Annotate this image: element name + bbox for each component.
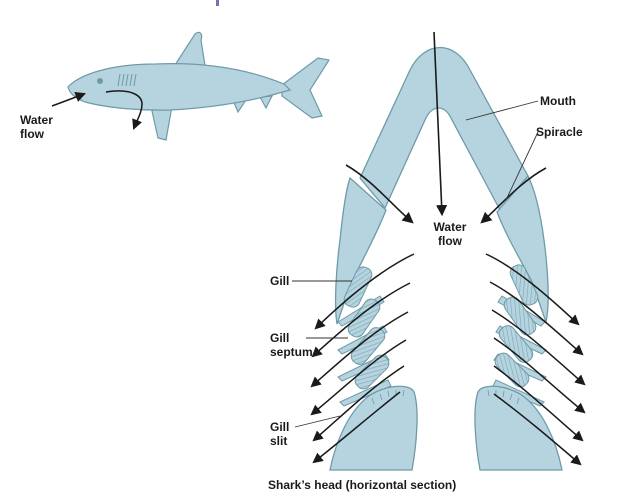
left-outflow-arrows — [310, 253, 415, 464]
gill-slit-line2: slit — [270, 434, 288, 448]
head-section — [292, 31, 586, 471]
leader-lines — [292, 100, 539, 428]
spiracle-label: Spiracle — [536, 125, 583, 139]
right-lower-lobe — [474, 385, 563, 471]
flow-arrow-left-in — [345, 164, 414, 224]
dorsal-fin — [174, 31, 207, 73]
shark-body — [67, 63, 292, 111]
lobe-hatching — [371, 389, 520, 405]
water-flow-center-line2: flow — [438, 234, 462, 248]
water-flow-center-label: Water flow — [428, 220, 472, 248]
gill-label: Gill — [270, 274, 290, 288]
right-gills — [494, 264, 539, 388]
water-flow-side-line2: flow — [20, 127, 44, 141]
water-flow-center-line1: Water — [433, 220, 467, 234]
central-flow-arrow — [433, 31, 448, 217]
shark-side-view — [51, 31, 330, 141]
flow-arrow-right-in — [480, 167, 547, 224]
eye — [97, 78, 103, 84]
mouth-region — [359, 46, 529, 212]
gill-septum-label: Gill septum — [270, 331, 313, 359]
side-flow-arrow-out — [105, 90, 143, 130]
side-gill-slits — [117, 73, 137, 87]
gill-slit-line1: Gill — [270, 420, 290, 434]
gill-septum-line2: septum — [270, 345, 313, 359]
mouth-label: Mouth — [540, 94, 576, 108]
side-flow-arrow-in — [51, 92, 86, 107]
water-flow-side-line1: Water — [20, 113, 53, 127]
diagram-caption: Shark’s head (horizontal section) — [268, 478, 457, 492]
top-mark — [216, 0, 219, 6]
left-lower-lobe — [329, 385, 418, 471]
right-outflow-arrows — [485, 253, 586, 466]
left-wall — [334, 176, 387, 325]
gill-septum-line1: Gill — [270, 331, 290, 345]
gill-slit-label: Gill slit — [270, 420, 289, 448]
water-flow-side-label: Water flow — [20, 113, 53, 141]
tail-fin — [281, 57, 330, 119]
